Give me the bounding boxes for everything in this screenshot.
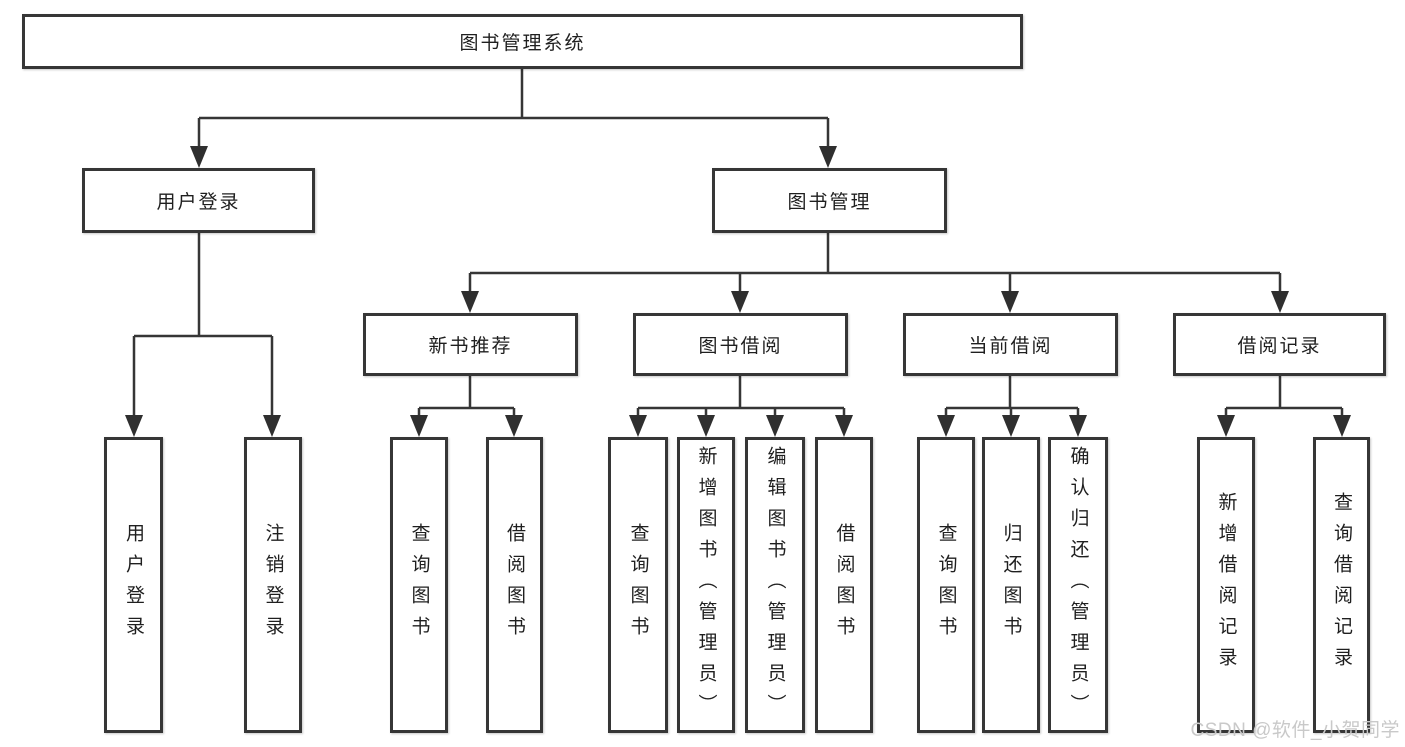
arrow-down-icon (835, 415, 853, 437)
leaf-add-borrow-record: 新增借阅记录 (1197, 437, 1255, 733)
connector-user-login-children (132, 233, 274, 421)
node-root-system: 图书管理系统 (22, 14, 1023, 69)
node-new-book-recommend: 新书推荐 (363, 313, 578, 376)
arrow-down-icon (766, 415, 784, 437)
arrow-down-icon (410, 415, 428, 437)
node-book-management: 图书管理 (712, 168, 947, 233)
leaf-logout: 注销登录 (244, 437, 302, 733)
leaf-add-books-admin: 新增图书（管理员） (677, 437, 735, 733)
arrow-down-icon (263, 415, 281, 437)
arrow-down-icon (190, 146, 208, 168)
arrow-down-icon (1333, 415, 1351, 437)
arrow-down-icon (1217, 415, 1235, 437)
arrow-down-icon (125, 415, 143, 437)
arrow-down-icon (629, 415, 647, 437)
leaf-query-books-current: 查询图书 (917, 437, 975, 733)
leaf-borrow-books: 借阅图书 (815, 437, 873, 733)
arrow-down-icon (937, 415, 955, 437)
connector-book-borrow-children (636, 376, 846, 421)
arrowheads (125, 146, 1351, 437)
arrow-down-icon (731, 291, 749, 313)
leaf-query-books-borrow: 查询图书 (608, 437, 668, 733)
arrow-down-icon (819, 146, 837, 168)
connector-root-to-level2 (197, 69, 830, 150)
leaf-borrow-books-recommend: 借阅图书 (486, 437, 543, 733)
node-user-login: 用户登录 (82, 168, 315, 233)
leaf-query-books-recommend: 查询图书 (390, 437, 448, 733)
arrow-down-icon (697, 415, 715, 437)
node-borrow-records: 借阅记录 (1173, 313, 1386, 376)
arrow-down-icon (1002, 415, 1020, 437)
arrow-down-icon (1271, 291, 1289, 313)
node-book-borrow: 图书借阅 (633, 313, 848, 376)
leaf-query-borrow-record: 查询借阅记录 (1313, 437, 1370, 733)
node-current-borrow: 当前借阅 (903, 313, 1118, 376)
connector-current-borrow-children (944, 376, 1080, 421)
connector-book-mgmt-children (468, 233, 1282, 297)
leaf-user-login: 用户登录 (104, 437, 163, 733)
csdn-watermark: CSDN @软件_小贺同学 (1190, 720, 1400, 741)
arrow-down-icon (1001, 291, 1019, 313)
arrow-down-icon (505, 415, 523, 437)
arrow-down-icon (1069, 415, 1087, 437)
arrow-down-icon (461, 291, 479, 313)
leaf-edit-books-admin: 编辑图书（管理员） (745, 437, 805, 733)
connector-new-book-children (417, 376, 516, 421)
leaf-confirm-return-admin: 确认归还（管理员） (1048, 437, 1108, 733)
leaf-return-books: 归还图书 (982, 437, 1040, 733)
connector-borrow-record-children (1224, 376, 1344, 421)
